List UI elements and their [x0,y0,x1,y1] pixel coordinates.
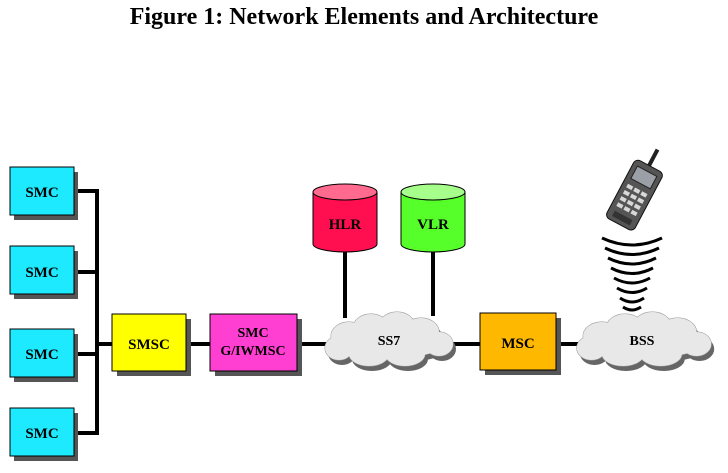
gateway-box: SMC G/IWMSC [209,313,302,376]
smc-label-2: SMC [25,265,58,281]
gateway-label-line1: SMC [237,326,268,341]
bss-label: BSS [630,334,655,349]
smc-box-2: SMC [9,245,78,299]
vlr-database: VLR [400,183,466,253]
bss-cloud: BSS [576,311,715,371]
figure-title: Figure 1: Network Elements and Architect… [129,4,599,30]
ss7-label: SS7 [378,334,401,349]
smc-box-4: SMC [9,407,78,461]
msc-label: MSC [501,336,534,352]
smsc-box: SMSC [111,313,191,376]
smc-label-3: SMC [25,347,58,363]
smc-box-3: SMC [9,328,78,382]
hlr-database: HLR [312,183,378,253]
vlr-label: VLR [417,217,449,233]
radio-wave-icon [601,236,663,312]
mobile-phone-icon [606,148,663,231]
smc-box-1: SMC [9,166,78,220]
smc-label-4: SMC [25,426,58,442]
hlr-label: HLR [329,217,362,233]
smsc-label: SMSC [128,337,170,353]
smc-label-1: SMC [25,185,58,201]
ss7-cloud: SS7 [324,311,456,371]
msc-box: MSC [479,312,561,375]
gateway-label-line2: G/IWMSC [220,344,285,359]
